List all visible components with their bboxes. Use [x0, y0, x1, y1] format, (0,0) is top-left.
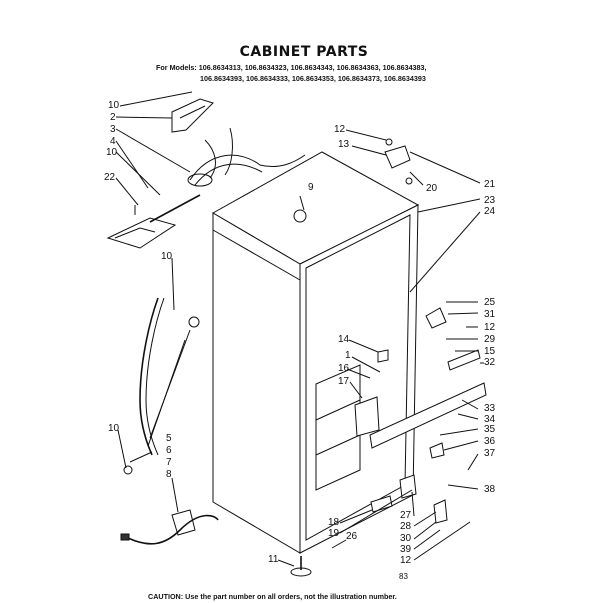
callout-3: 3: [110, 124, 116, 135]
cabinet-shell: [211, 151, 420, 554]
callout-20: 20: [426, 183, 438, 194]
callout-7: 7: [166, 457, 172, 468]
diagram-title: CABINET PARTS: [239, 44, 369, 60]
callout-35: 35: [484, 424, 496, 435]
caution-note: CAUTION: Use the part number on all orde…: [148, 592, 397, 601]
callout-5: 5: [166, 433, 172, 444]
callout-10: 10: [108, 100, 120, 111]
callout-31: 31: [484, 309, 496, 320]
callout-10: 10: [108, 423, 120, 434]
leader-lines: [115, 91, 484, 567]
power-cord: [120, 509, 219, 545]
callout-34: 34: [484, 414, 496, 425]
callout-18: 18: [328, 517, 340, 528]
callout-36: 36: [484, 436, 496, 447]
callout-19: 19: [328, 528, 340, 539]
callout-30: 30: [400, 533, 412, 544]
callout-25: 25: [484, 297, 496, 308]
callout-8: 8: [166, 469, 172, 480]
hardware-parts: [123, 138, 487, 577]
callout-16: 16: [338, 363, 350, 374]
callout-14: 14: [338, 334, 350, 345]
callout-1: 1: [345, 350, 351, 361]
callout-39: 39: [400, 544, 412, 555]
callout-38: 38: [484, 484, 496, 495]
callout-12: 12: [484, 322, 496, 333]
model-list-line-2: 106.8634393, 106.8634333, 106.8634353, 1…: [200, 74, 426, 83]
callout-32: 32: [484, 357, 496, 368]
callout-9: 9: [308, 182, 314, 193]
wiring-harness: [187, 127, 306, 187]
callout-17: 17: [338, 376, 350, 387]
callout-29: 29: [484, 334, 496, 345]
callout-24: 24: [484, 206, 496, 217]
callout-4: 4: [110, 136, 116, 147]
callout-12: 12: [334, 124, 346, 135]
callout-6: 6: [166, 445, 172, 456]
callout-12: 12: [400, 555, 412, 566]
drawing-code: 83: [399, 572, 408, 581]
callout-28: 28: [400, 521, 412, 532]
model-list: For Models: 106.8634313, 106.8634323, 10…: [156, 62, 427, 84]
callout-11: 11: [268, 554, 279, 565]
callout-2: 2: [110, 112, 116, 123]
callout-21: 21: [484, 179, 496, 190]
callout-22: 22: [104, 172, 116, 183]
callout-37: 37: [484, 448, 496, 459]
callout-13: 13: [338, 139, 350, 150]
model-list-line-1: For Models: 106.8634313, 106.8634323, 10…: [156, 63, 427, 72]
callout-33: 33: [484, 403, 496, 414]
cover-plate: [171, 98, 214, 133]
drain-tube: [139, 297, 165, 456]
control-bracket: [106, 194, 201, 249]
callout-10: 10: [106, 147, 118, 158]
callout-15: 15: [484, 346, 496, 357]
callout-27: 27: [400, 510, 412, 521]
callout-26: 26: [346, 531, 358, 542]
callout-23: 23: [484, 195, 496, 206]
callout-10: 10: [161, 251, 173, 262]
